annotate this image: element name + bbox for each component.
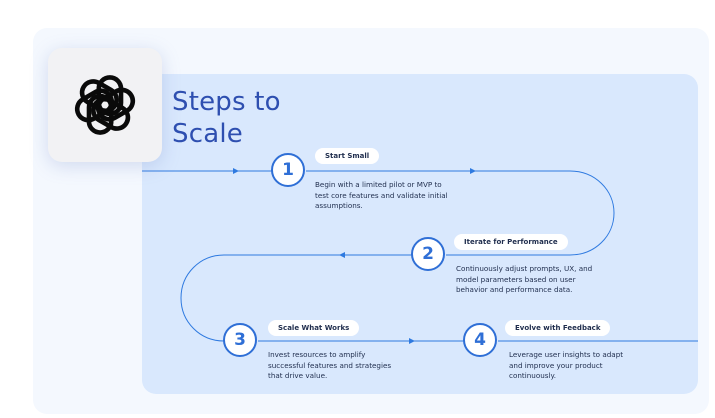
step-4-number: 4 — [463, 323, 497, 357]
step-4-description: Leverage user insights to adapt and impr… — [509, 350, 624, 380]
step-2-description: Continuously adjust prompts, UX, and mod… — [456, 264, 593, 294]
step-3-number: 3 — [223, 323, 257, 357]
step-1-number: 1 — [271, 153, 305, 187]
page-title: Steps to Scale — [172, 87, 281, 149]
logo-card — [48, 48, 162, 162]
step-1-description: Begin with a limited pilot or MVP to tes… — [315, 180, 448, 210]
step-1-label: Start Small — [315, 148, 380, 164]
flow-arrow-1 — [233, 168, 239, 174]
step-2-label: Iterate for Performance — [454, 234, 568, 250]
openai-logo-icon — [74, 75, 136, 135]
step-3-label: Scale What Works — [268, 320, 360, 336]
step-4-label: Evolve with Feedback — [505, 320, 611, 336]
flow-arrow-3 — [339, 252, 345, 258]
flow-arrow-2 — [470, 168, 476, 174]
flow-arrow-4 — [409, 338, 415, 344]
step-3-description: Invest resources to amplify successful f… — [268, 350, 392, 380]
step-2-number: 2 — [411, 237, 445, 271]
